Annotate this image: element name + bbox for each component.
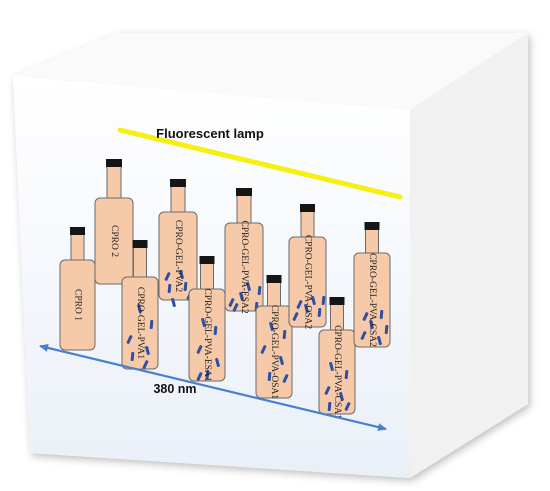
- particle: [317, 307, 322, 318]
- bottle-body: [158, 211, 198, 301]
- bottle-label: CPRO-GEL-PVA2: [173, 220, 183, 292]
- particle: [201, 317, 206, 328]
- bottle: CPRO-GEL-PVA2: [158, 179, 198, 308]
- bottle-cap: [266, 275, 282, 283]
- particle: [379, 309, 384, 320]
- particle: [179, 269, 184, 280]
- bottle-neck: [106, 165, 122, 203]
- bottle-cap: [132, 240, 148, 248]
- bottle-cap: [70, 227, 85, 235]
- particle: [292, 312, 299, 321]
- bottle-label: CPRO 1: [73, 289, 83, 321]
- particle: [384, 324, 389, 335]
- bottle-label: CPRO-GEL-PVA-ESA1: [202, 288, 212, 382]
- bottle-cap: [329, 297, 345, 305]
- particle: [149, 319, 154, 330]
- bottle-cap: [170, 179, 186, 187]
- particle: [257, 285, 262, 296]
- box: [13, 33, 528, 478]
- particle: [239, 291, 244, 302]
- bottle-cap: [300, 204, 315, 212]
- particle: [269, 321, 274, 332]
- fluorescent-lamp: [117, 127, 403, 200]
- bottle-label: CPRO-GEL-PVA1: [135, 287, 145, 359]
- bottle-cap: [364, 222, 380, 230]
- bottle-cap: [199, 256, 215, 264]
- bottle-label: CPRO-GEL-PVA-CSA2: [367, 253, 377, 347]
- bottle-body: [224, 222, 264, 312]
- particle: [171, 297, 176, 308]
- bottle-cap: [106, 159, 122, 167]
- bottle-label: CPRO-GEL-PVA-ESA2: [239, 220, 249, 314]
- particle: [369, 319, 374, 330]
- particle: [213, 325, 218, 336]
- particle: [126, 335, 133, 344]
- dimension-label: 380 nm: [153, 382, 196, 396]
- particle: [282, 329, 287, 340]
- particle: [183, 281, 188, 292]
- width-dimension-arrow: [39, 343, 387, 432]
- bottle-label: CPRO-GEL-PVA-OSA2: [303, 235, 313, 330]
- particle: [304, 303, 309, 314]
- particle: [164, 272, 171, 281]
- bottle: CPRO-GEL-PVA-CSA2: [353, 222, 391, 348]
- bottle-label: CPRO-GEL-PVA-CSA1: [332, 325, 342, 419]
- bottle: CPRO 2: [94, 159, 134, 285]
- particle: [321, 295, 326, 306]
- particle: [232, 303, 239, 312]
- particle: [362, 312, 369, 321]
- bottle: CPRO-GEL-PVA-OSA2: [288, 204, 327, 330]
- bottle-neck: [133, 246, 147, 282]
- particle: [137, 303, 142, 314]
- particle: [167, 283, 172, 294]
- particle: [228, 298, 235, 307]
- bottle-label: CPRO 2: [109, 225, 119, 257]
- lamp-label: Fluorescent lamp: [156, 126, 264, 141]
- bottle-cap: [236, 188, 252, 196]
- particle: [246, 281, 251, 292]
- particle: [360, 331, 367, 340]
- box-top-face: [13, 33, 528, 110]
- bottle: CPRO-GEL-PVA-ESA2: [224, 188, 264, 314]
- box-side-face: [410, 33, 528, 478]
- particle: [296, 300, 303, 309]
- particle: [311, 295, 316, 306]
- particle: [377, 335, 382, 346]
- bottle-label: CPRO-GEL-PVA-OSA1: [269, 305, 279, 400]
